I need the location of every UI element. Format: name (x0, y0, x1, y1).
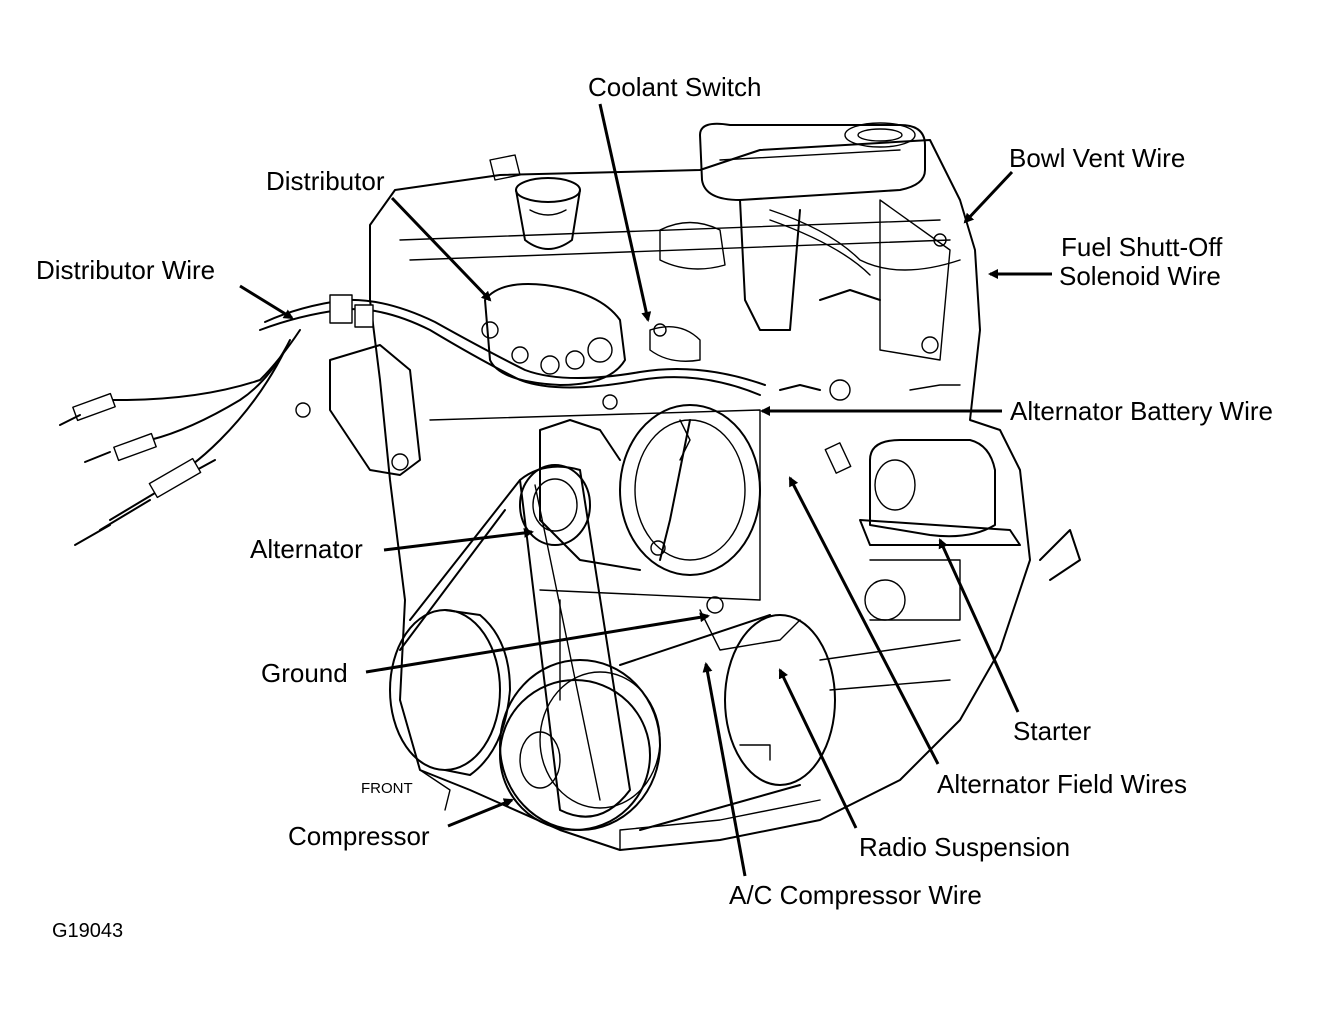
engine-block (369, 139, 1031, 851)
leader-compressor (447, 798, 514, 828)
leader-distributor-wire (239, 284, 294, 320)
label-fuel-shutoff-line2: Solenoid Wire (1059, 261, 1221, 291)
starter-motor (859, 439, 1081, 581)
label-starter: Starter (1013, 716, 1092, 746)
connectors (419, 209, 961, 811)
label-coolant-switch: Coolant Switch (588, 72, 762, 102)
label-compressor: Compressor (288, 821, 430, 851)
distributor-wiring-harness (59, 294, 766, 546)
compressor-body (499, 596, 836, 831)
crank-pulley (389, 609, 511, 776)
leader-alternator-field-wires (788, 476, 940, 765)
leader-coolant-switch (598, 103, 652, 322)
leader-bowl-vent-wire (963, 170, 1014, 224)
label-bowl-vent-wire: Bowl Vent Wire (1009, 143, 1186, 173)
label-radio-suspension: Radio Suspension (859, 832, 1071, 862)
leader-alternator (383, 528, 534, 552)
leader-radio-suspension (778, 668, 858, 829)
label-distributor: Distributor (266, 166, 385, 196)
drive-belt (399, 464, 631, 818)
label-ground: Ground (261, 658, 348, 688)
oil-filler-cap (489, 154, 581, 250)
label-alternator-field-wires: Alternator Field Wires (937, 769, 1187, 799)
leader-ac-compressor-wire (702, 662, 747, 877)
bracket (295, 344, 421, 476)
label-alternator: Alternator (250, 534, 363, 564)
label-front: FRONT (361, 780, 413, 797)
alternator-body (539, 394, 761, 576)
distributor-body (481, 283, 626, 386)
label-ac-compressor-wire: A/C Compressor Wire (729, 880, 982, 910)
label-fuel-shutoff-line1: Fuel Shutt-Off (1061, 232, 1223, 262)
label-distributor-wire: Distributor Wire (36, 255, 216, 285)
leader-distributor (390, 196, 492, 302)
figure-code: G19043 (52, 920, 124, 942)
air-intake (699, 122, 951, 361)
leader-ground (365, 612, 710, 674)
leader-starter (938, 538, 1020, 713)
leader-lines (239, 103, 1052, 877)
label-alternator-battery-wire: Alternator Battery Wire (1010, 396, 1273, 426)
